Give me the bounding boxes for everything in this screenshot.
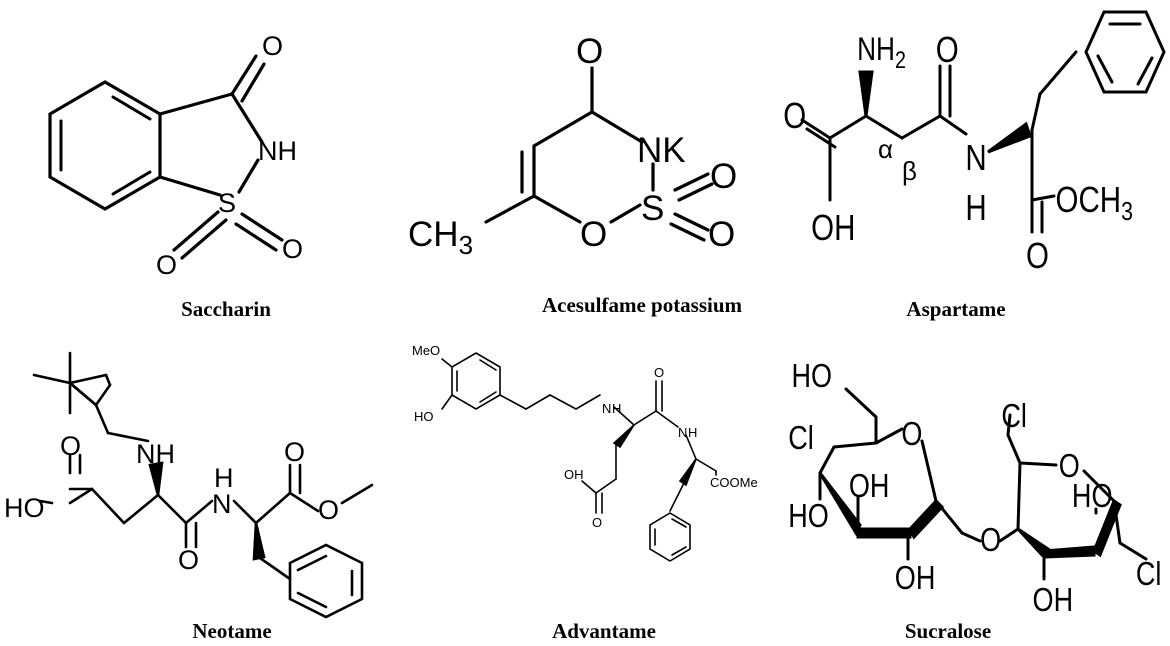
advantame-atom-ho: HO <box>414 409 434 424</box>
neotame-atom-o: O <box>284 437 305 467</box>
advantame-atom-oh: OH <box>564 467 584 482</box>
aspartame-atom-nh2: NH2 <box>857 33 906 74</box>
acesulfame-atom-s: S <box>641 189 664 228</box>
neotame-atom-h: H <box>214 463 234 493</box>
caption-saccharin: Saccharin <box>181 297 271 321</box>
neotame-atom-n: N <box>212 489 232 519</box>
neotame-atom-ho: HO <box>4 493 45 523</box>
sucralose-atom-o: O <box>1059 449 1080 485</box>
neotame-structure: NH HO O O H N O O <box>4 351 374 619</box>
acesulfame-structure: O NK S O O O CH3 <box>408 32 737 260</box>
acesulfame-atom-o: O <box>580 215 607 254</box>
sucralose-atom-ho: HO <box>1072 479 1113 515</box>
neotame-atom-o: O <box>178 545 199 575</box>
advantame-atom-meo: MeO <box>412 343 440 358</box>
sucralose-atom-ho: HO <box>788 499 829 535</box>
aspartame-atom-o: O <box>783 95 806 135</box>
caption-acesulfame-potassium: Acesulfame potassium <box>541 293 743 317</box>
advantame-atom-h: H <box>688 425 697 440</box>
neotame-atom-nh: NH <box>136 439 175 469</box>
saccharin-atom-nh: NH <box>258 136 297 166</box>
advantame-atom-h: H <box>612 401 621 416</box>
aspartame-label-beta: β <box>902 156 917 186</box>
saccharin-atom-s: S <box>218 188 236 218</box>
caption-sucralose: Sucralose <box>904 619 992 643</box>
compound-neotame: NH HO O O H N O O Neotame <box>0 323 390 646</box>
caption-aspartame: Aspartame <box>906 297 1006 321</box>
caption-neotame: Neotame <box>192 619 272 643</box>
advantame-atom-coome: COOMe <box>710 475 758 490</box>
neotame-atom-o: O <box>318 495 339 525</box>
advantame-atom-n: N <box>602 401 611 416</box>
advantame-structure: MeO HO N H O N H OH O COOMe <box>412 343 758 562</box>
acesulfame-atom-o: O <box>576 32 603 71</box>
aspartame-atom-o: O <box>936 29 959 69</box>
aspartame-atom-h: H <box>965 187 986 227</box>
sucralose-atom-o: O <box>980 523 1001 559</box>
acesulfame-atom-ch3: CH3 <box>408 215 473 260</box>
sucralose-atom-ho: HO <box>791 359 832 395</box>
aspartame-structure: NH2 O OH α β O N H OCH3 O <box>783 10 1166 276</box>
advantame-atom-o: O <box>592 515 602 530</box>
acesulfame-atom-nk: NK <box>637 131 686 170</box>
saccharin-structure: O NH S O O <box>48 31 303 280</box>
saccharin-atom-o: O <box>156 250 177 280</box>
aspartame-atom-oh: OH <box>811 207 855 247</box>
aspartame-atom-och3: OCH3 <box>1056 179 1133 226</box>
compound-acesulfame-potassium: O NK S O O O CH3 Acesulfame potassium <box>390 0 780 323</box>
acesulfame-atom-o: O <box>708 215 735 254</box>
saccharin-atom-o: O <box>262 31 283 61</box>
sucralose-atom-oh: OH <box>1033 583 1074 619</box>
aspartame-atom-n: N <box>965 137 986 177</box>
compound-sucralose: HO Cl O OH HO OH O Cl O HO OH Cl Sucralo… <box>780 323 1170 646</box>
aspartame-label-alpha: α <box>878 134 893 164</box>
aspartame-atom-o: O <box>1026 235 1049 275</box>
acesulfame-atom-o: O <box>710 157 737 196</box>
saccharin-atom-o: O <box>282 234 303 264</box>
compound-saccharin: O NH S O O Saccharin <box>0 0 390 323</box>
advantame-atom-n: N <box>678 425 687 440</box>
neotame-atom-o: O <box>60 431 81 461</box>
caption-advantame: Advantame <box>552 619 656 643</box>
sucralose-atom-oh: OH <box>895 561 936 597</box>
sucralose-atom-o: O <box>901 417 922 453</box>
advantame-atom-o: O <box>654 365 664 380</box>
compound-advantame: MeO HO N H O N H OH O COOMe Advantame <box>390 323 780 646</box>
sucralose-atom-oh: OH <box>849 469 890 505</box>
compound-aspartame: NH2 O OH α β O N H OCH3 O Aspartame <box>780 0 1170 323</box>
sucralose-atom-cl: Cl <box>1136 557 1162 593</box>
sucralose-atom-cl: Cl <box>1001 399 1027 435</box>
sucralose-structure: HO Cl O OH HO OH O Cl O HO OH Cl <box>788 359 1162 619</box>
sucralose-atom-cl: Cl <box>788 421 814 457</box>
